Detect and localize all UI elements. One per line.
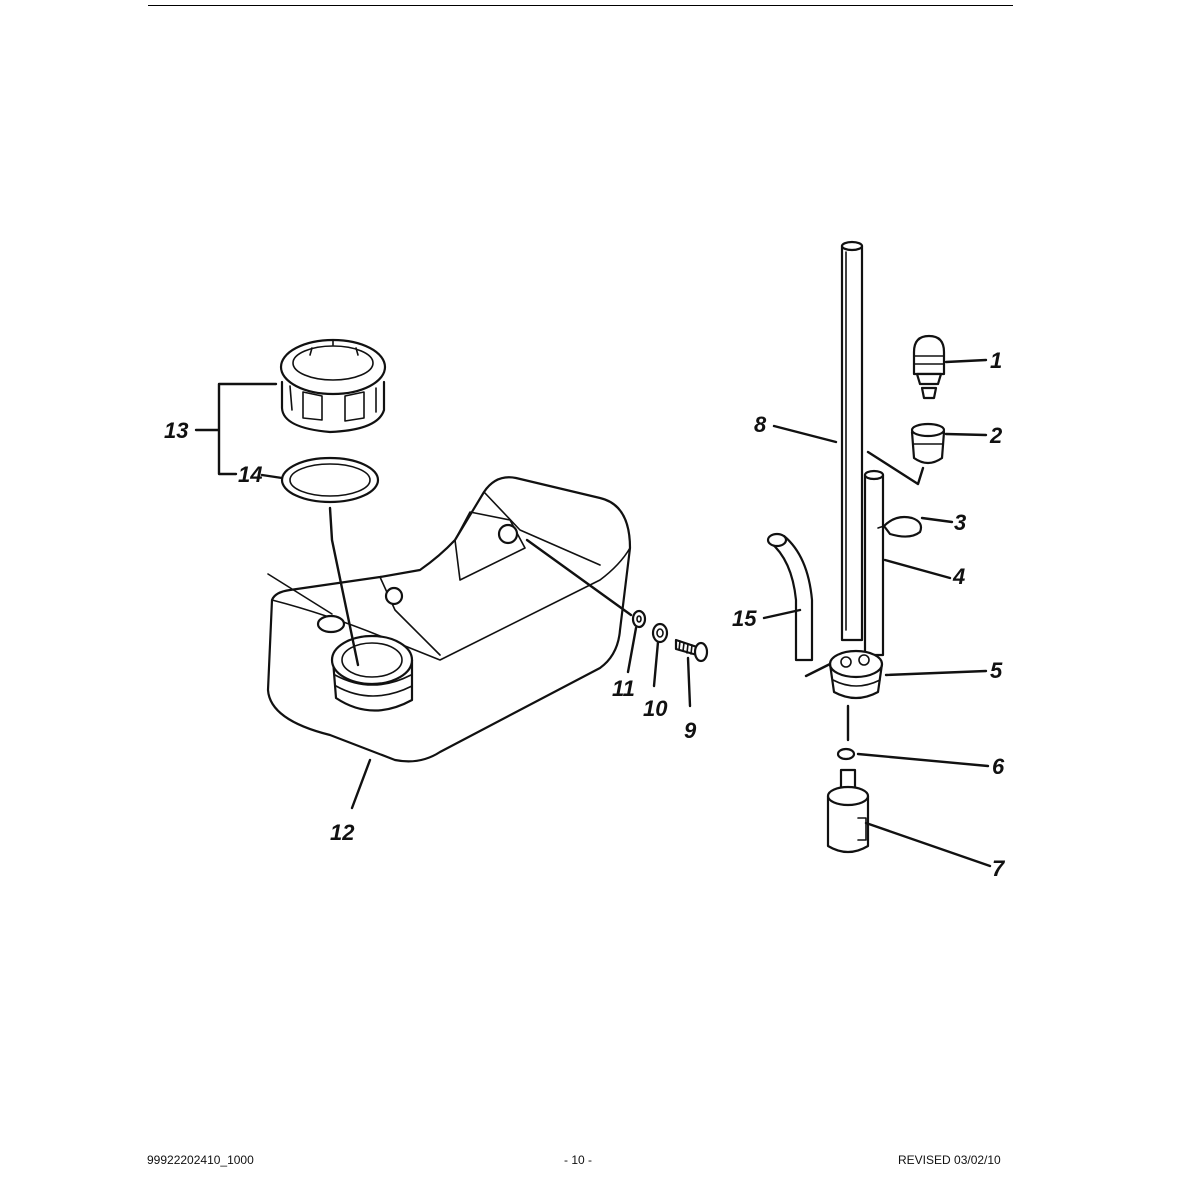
callout-14: 14 [238,462,262,487]
washer-part-11 [631,609,647,629]
top-rule [148,5,1013,6]
return-hose-part-15 [766,532,814,662]
leader-lines-left [194,382,692,810]
footer-part-number: 99922202410_1000 [147,1153,254,1167]
fuel-cap-part-13 [279,338,387,434]
o-ring-part-14 [280,456,380,504]
callout-2: 2 [989,423,1003,448]
callout-7: 7 [992,856,1006,881]
clip-part-3 [877,515,923,538]
callout-10: 10 [643,696,668,721]
fuel-hose-part-4 [863,469,885,657]
washer-part-6 [836,747,856,761]
grommet-part-5 [828,649,884,700]
leader-lines-right [762,358,992,868]
callout-1: 1 [990,348,1002,373]
callout-15: 15 [732,606,757,631]
callout-5: 5 [990,658,1003,683]
washer-part-10 [651,622,669,644]
valve-part-2 [910,386,946,465]
valve-cap-part-1 [912,334,946,386]
callout-3: 3 [954,510,966,535]
footer-revision: REVISED 03/02/10 [898,1153,1001,1167]
fuel-pipe-part-8 [840,240,864,642]
callout-8: 8 [754,412,767,437]
callout-13: 13 [164,418,188,443]
callout-6: 6 [992,754,1005,779]
callout-4: 4 [952,564,965,589]
footer-page-number: - 10 - [564,1153,593,1167]
fuel-filter-part-7 [826,768,870,854]
fuel-tank-part-12 [266,476,632,763]
callout-11: 11 [612,676,635,701]
callout-9: 9 [684,718,697,743]
screw-part-9 [674,638,709,663]
callout-12: 12 [330,820,355,845]
